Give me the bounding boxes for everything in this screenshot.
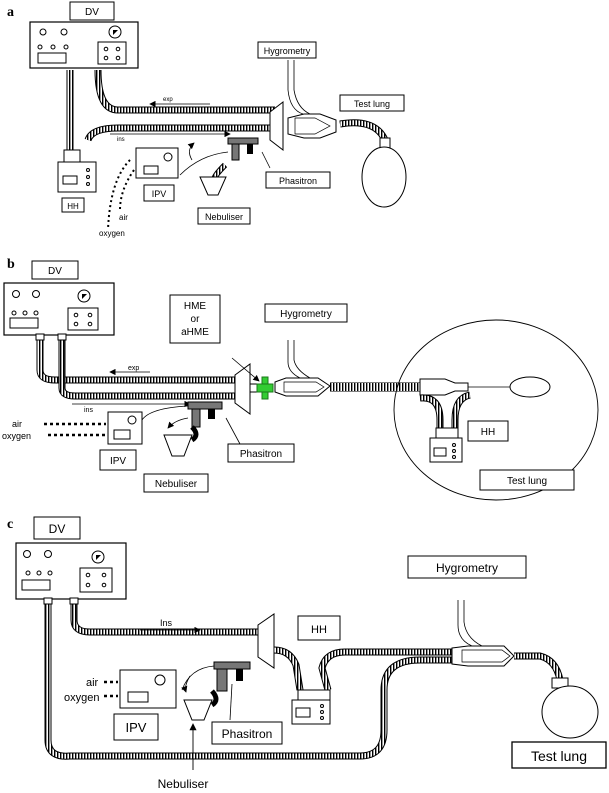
exp-label: exp — [128, 365, 139, 372]
ins-label: ins — [84, 407, 93, 414]
panel-a: a DV — [7, 1, 407, 238]
ins-label: Ins — [160, 618, 173, 628]
phasitron-label: Phasitron — [222, 727, 273, 741]
hh-label: HH — [311, 624, 327, 636]
air-label: air — [12, 419, 22, 429]
oxygen-label: oxygen — [2, 431, 31, 441]
hh-label: HH — [481, 427, 495, 438]
dial-icon — [91, 550, 105, 564]
air-label: air — [86, 677, 99, 689]
panel-letter-a: a — [7, 5, 14, 20]
nebuliser-label: Nebuliser — [155, 479, 198, 490]
phasitron-label: Phasitron — [279, 176, 317, 186]
exp-label: exp — [163, 97, 173, 103]
hme-label-line1: HME — [184, 301, 207, 312]
dv-label: DV — [85, 7, 99, 18]
dv-label: DV — [49, 522, 66, 536]
dv-unit: DV — [29, 1, 139, 69]
panel-b: b DV exp ins — [2, 257, 599, 501]
test-lung-bag — [509, 376, 551, 398]
nebuliser-label: Nebuliser — [158, 777, 209, 791]
dv-unit — [3, 282, 115, 336]
dv-label: DV — [48, 266, 62, 277]
test-lung-enclosure — [393, 319, 599, 501]
ins-label: ins — [117, 137, 125, 143]
panel-letter-b: b — [7, 257, 15, 272]
ipv-label: IPV — [126, 720, 147, 735]
dial-icon — [77, 289, 91, 303]
hh-label: HH — [67, 202, 79, 211]
hygrometry-label: Hygrometry — [436, 561, 498, 575]
hygrometry-label: Hygrometry — [280, 309, 332, 320]
test-lung-label: Test lung — [507, 476, 547, 487]
test-lung-label: Test lung — [354, 99, 390, 109]
hygrometry-label: Hygrometry — [264, 46, 311, 56]
dv-unit — [15, 542, 127, 600]
panel-letter-c: c — [7, 517, 13, 532]
oxygen-label: oxygen — [64, 692, 99, 704]
ipv-label: IPV — [110, 456, 126, 467]
panel-c: c DV Ins — [7, 516, 607, 791]
test-lung-bag — [541, 685, 599, 739]
phasitron-label: Phasitron — [240, 449, 282, 460]
dial-icon — [108, 25, 122, 39]
air-label: air — [119, 213, 128, 222]
nebuliser-label: Nebuliser — [205, 212, 243, 222]
hme-label-line3: aHME — [181, 327, 209, 338]
hme-label-line2: or — [191, 314, 201, 325]
ipv-label: IPV — [152, 189, 167, 199]
test-lung-bag — [361, 146, 407, 208]
oxygen-label: oxygen — [99, 229, 125, 238]
test-lung-label: Test lung — [531, 748, 587, 764]
